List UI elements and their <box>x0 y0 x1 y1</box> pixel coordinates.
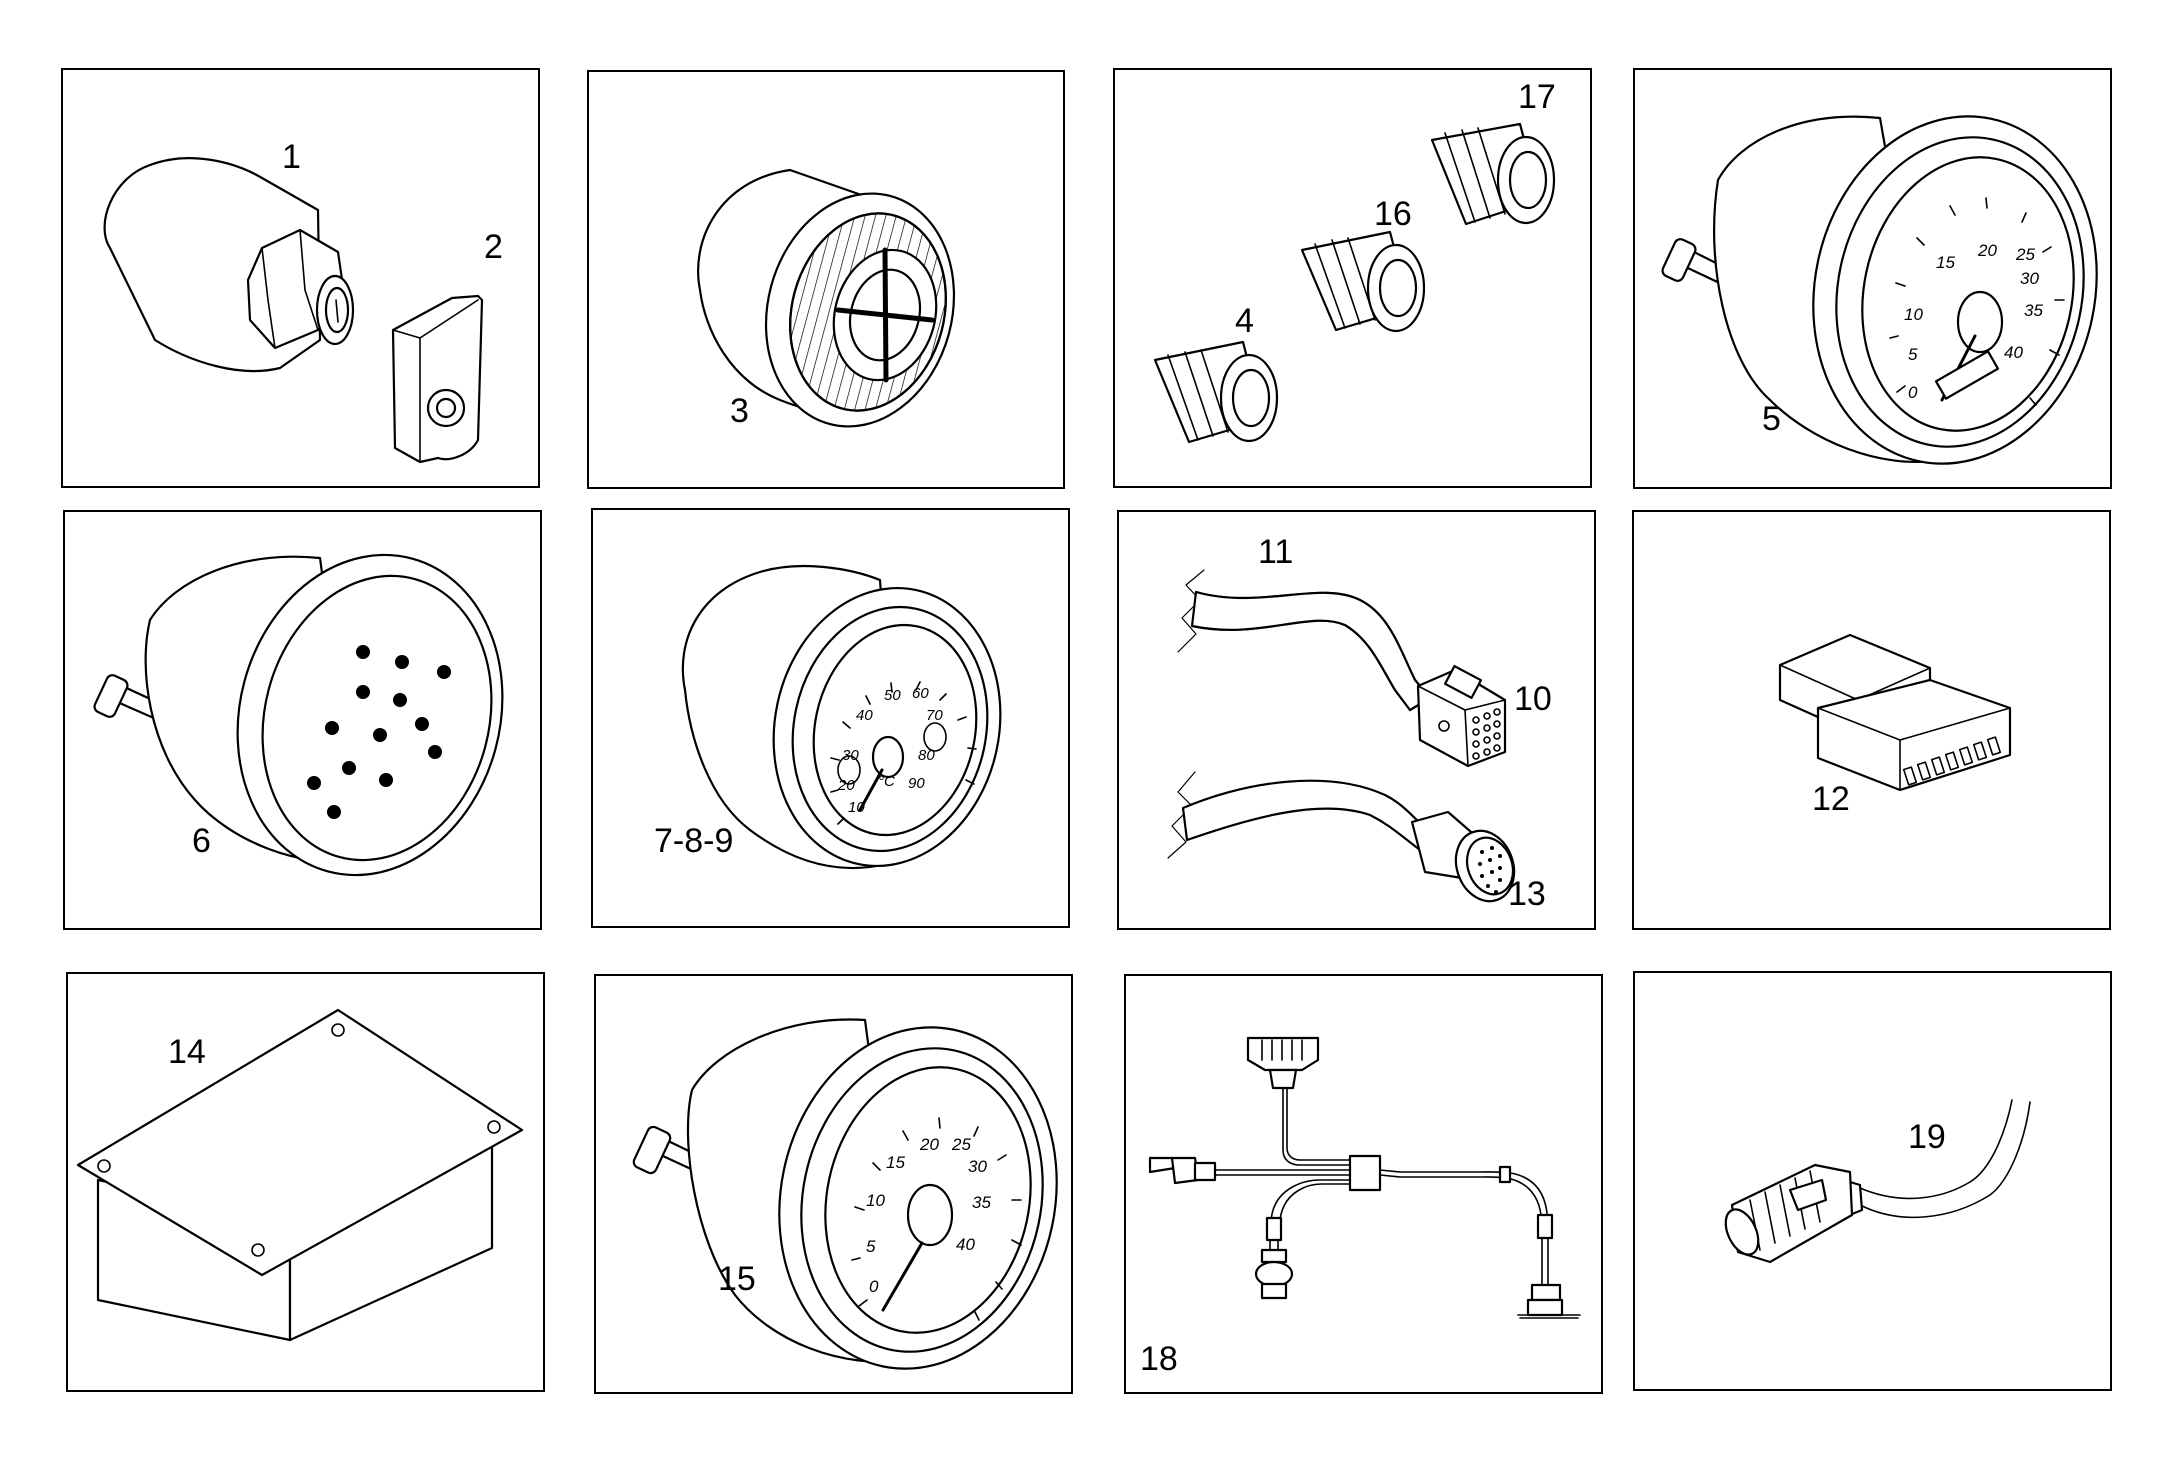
label-18: 18 <box>1140 1340 1178 1378</box>
speedometer-15-label-0: 0 <box>869 1277 879 1296</box>
indicator-lamps <box>307 645 451 819</box>
speedometer-label-20: 20 <box>1977 241 1997 260</box>
speedometer-15-label-40: 40 <box>956 1235 975 1254</box>
speedometer-label-15: 15 <box>1936 253 1955 272</box>
speedometer-label-35: 35 <box>2024 301 2043 320</box>
label-4: 4 <box>1235 302 1254 340</box>
label-2: 2 <box>484 228 503 266</box>
part-4-grommet <box>1153 340 1279 444</box>
panel-18: 18 <box>1124 974 1603 1394</box>
part-18-wiring-harness <box>1148 1036 1581 1319</box>
part-19-sealed-connector <box>1724 1099 2031 1264</box>
part-6-warning-cluster <box>93 553 504 877</box>
relay-terminals <box>1902 736 2002 786</box>
speedometer-15-label-25: 25 <box>951 1135 971 1154</box>
panel-4-16-17: 17 16 4 <box>1113 68 1592 488</box>
label-10: 10 <box>1514 680 1552 718</box>
part-13-cable-connector <box>1167 771 1516 903</box>
speedometer-15-label-35: 35 <box>972 1193 991 1212</box>
speedometer-label-0: 0 <box>1908 383 1918 402</box>
part-2-key <box>391 294 484 464</box>
part-14-control-box <box>76 1008 524 1342</box>
speedometer-label-25: 25 <box>2015 245 2035 264</box>
speedometer-15-label-30: 30 <box>968 1157 987 1176</box>
connector-10-pins <box>1472 708 1501 760</box>
label-5: 5 <box>1762 400 1781 438</box>
part-12-relay <box>1778 633 2012 792</box>
part-16-grommet <box>1300 230 1426 333</box>
speedometer-label-10: 10 <box>1904 305 1923 324</box>
panel-12: 12 <box>1632 510 2111 930</box>
speedometer-15-label-10: 10 <box>866 1191 885 1210</box>
speedometer-ticks <box>1889 197 2065 406</box>
label-19: 19 <box>1908 1118 1946 1156</box>
temp-label-60: 60 <box>912 685 929 702</box>
panel-7-8-9: 10 20 30 40 50 60 70 80 90 °C 7-8-9 <box>591 508 1070 928</box>
speedometer-15-label-5: 5 <box>866 1237 876 1256</box>
part-5-speedometer: 0 5 10 15 20 25 30 35 40 <box>1661 115 2098 465</box>
panel-14: 14 <box>66 972 545 1392</box>
temp-label-80: 80 <box>918 747 935 764</box>
label-6: 6 <box>192 822 211 860</box>
temp-label-40: 40 <box>856 707 873 724</box>
panel-3: 3 <box>587 70 1065 489</box>
panel-6: 6 <box>63 510 542 930</box>
part-7-8-9-gauge: 10 20 30 40 50 60 70 80 90 °C <box>681 564 1002 870</box>
speedometer-label-5: 5 <box>1908 345 1918 364</box>
speedometer-label-30: 30 <box>2020 269 2039 288</box>
part-1-cylinder-lock <box>103 157 355 373</box>
part-15-speedometer: 0 5 10 15 20 25 30 35 40 <box>632 1018 1058 1370</box>
panel-15: 0 5 10 15 20 25 30 35 40 15 <box>594 974 1073 1394</box>
temp-label-10: 10 <box>848 799 865 816</box>
part-17-grommet <box>1430 122 1556 226</box>
label-11: 11 <box>1258 533 1293 571</box>
connector-13-pins <box>1478 846 1502 894</box>
panel-5: 0 5 10 15 20 25 30 35 40 5 <box>1633 68 2112 489</box>
label-7-8-9: 7-8-9 <box>654 822 733 860</box>
panel-10-11-13: 11 10 13 <box>1117 510 1596 930</box>
label-1: 1 <box>282 138 301 176</box>
speedometer-label-40: 40 <box>2004 343 2023 362</box>
panel-19: 19 <box>1633 971 2112 1391</box>
temperature-ticks <box>830 681 977 825</box>
temp-label-70: 70 <box>926 707 943 724</box>
speedometer-15-label-20: 20 <box>919 1135 939 1154</box>
panel-1-2: 1 2 <box>61 68 540 488</box>
speedometer-15-ticks <box>851 1117 1022 1321</box>
label-13: 13 <box>1508 875 1546 913</box>
label-17: 17 <box>1518 78 1556 116</box>
label-3: 3 <box>730 392 749 430</box>
speedometer-15-label-15: 15 <box>886 1153 905 1172</box>
temp-label-50: 50 <box>884 687 901 704</box>
part-10-connector <box>1416 665 1507 768</box>
label-14: 14 <box>168 1033 206 1071</box>
label-15: 15 <box>718 1260 756 1298</box>
temp-unit: °C <box>878 773 895 790</box>
part-3-buzzer <box>697 168 956 428</box>
label-16: 16 <box>1374 195 1412 233</box>
temp-label-20: 20 <box>837 777 855 794</box>
label-12: 12 <box>1812 780 1850 818</box>
temp-label-90: 90 <box>908 775 925 792</box>
temp-label-30: 30 <box>842 747 859 764</box>
